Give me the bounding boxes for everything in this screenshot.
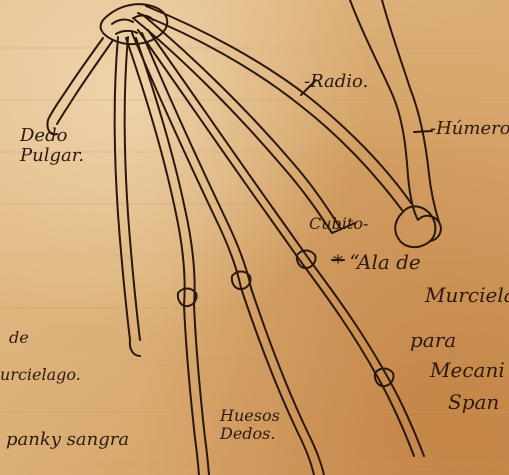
humerus-bone-outline	[382, 0, 439, 222]
label-dedo: Dedo	[20, 126, 84, 146]
humerus-joint-cap	[419, 216, 441, 241]
label-dedos: Dedos.	[220, 425, 280, 443]
thumb-bone-outline	[57, 40, 113, 124]
left-fragment-urcielago: urcielago.	[0, 367, 81, 383]
label-ala-line-3: para	[410, 330, 456, 350]
finger-bone-4-lower	[304, 266, 414, 456]
label-humero: -Húmero	[430, 120, 509, 138]
finger-bone-3-lower	[241, 288, 314, 475]
left-fragment-de: de	[9, 330, 29, 346]
label-ala-line-2: Murcielago	[425, 285, 509, 305]
paper-guideline	[0, 48, 509, 464]
label-radio: -Radio.	[304, 73, 368, 91]
finger-bone-2-outline	[136, 38, 195, 305]
label-pulgar: Pulgar.	[20, 146, 84, 166]
finger-bone-1-tip	[130, 340, 140, 356]
label-huesos-dedos: Huesos Dedos.	[220, 407, 280, 442]
label-ala-line-1: * “Ala de	[333, 251, 421, 273]
finger-bone-3	[132, 33, 241, 288]
finger-bone-2-lower	[184, 305, 199, 475]
finger-bone-3-lower-outline	[251, 288, 324, 475]
finger-bone-1-outline	[125, 37, 140, 340]
thumb-bone	[48, 38, 103, 120]
finger-bone-1	[115, 37, 130, 340]
label-cubito: Cubito-	[309, 216, 368, 232]
label-ala-line-4: Mecani	[430, 360, 505, 380]
bottom-text: panky sangra	[6, 431, 129, 449]
label-huesos: Huesos	[220, 407, 280, 425]
finger-bone-3-outline	[142, 33, 251, 288]
label-ala-line-5: Span	[448, 392, 499, 412]
label-ala-murcielago: * “Ala de	[333, 251, 421, 273]
label-dedo-pulgar: Dedo Pulgar.	[20, 126, 84, 166]
